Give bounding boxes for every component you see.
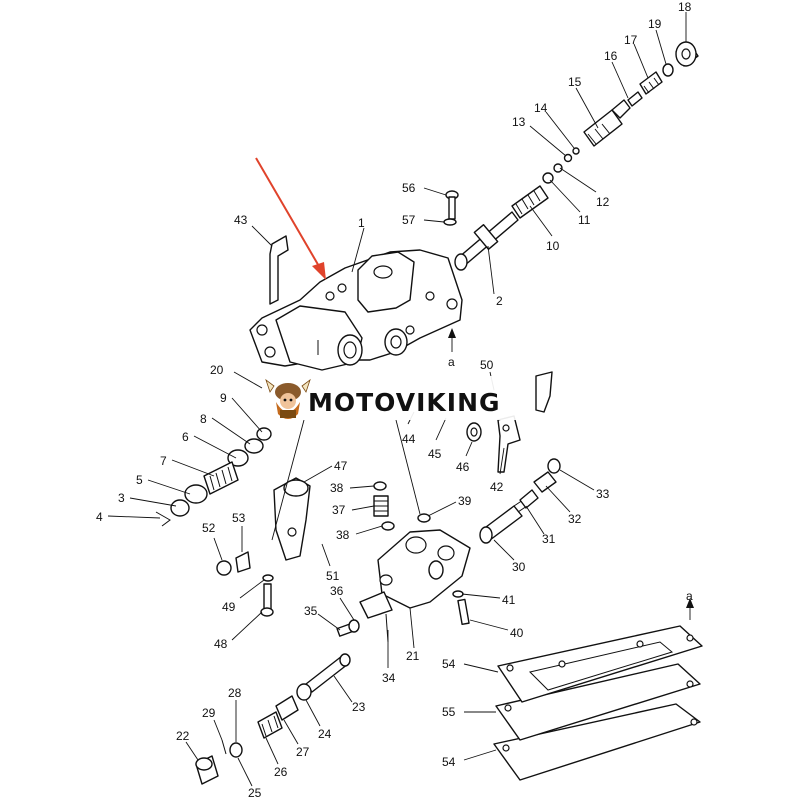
- label-12: 12: [596, 195, 610, 209]
- label-17: 17: [624, 33, 638, 47]
- label-32: 32: [568, 512, 582, 526]
- link-group: [466, 371, 553, 473]
- label-25: 25: [248, 786, 262, 800]
- label-33: 33: [596, 487, 610, 501]
- label-18: 18: [678, 0, 692, 14]
- label-4: 4: [96, 510, 103, 524]
- seal-group: [373, 481, 431, 531]
- label-29: 29: [202, 706, 216, 720]
- label-37: 37: [332, 503, 346, 517]
- label-20: 20: [210, 363, 224, 377]
- label-55: 55: [442, 705, 456, 719]
- brand-name: MOTOVIKING: [308, 388, 501, 417]
- label-41: 41: [502, 593, 516, 607]
- label-5: 5: [136, 473, 143, 487]
- label-3: 3: [118, 491, 125, 505]
- label-6: 6: [182, 430, 189, 444]
- label-1: 1: [358, 216, 365, 230]
- label-54-a: 54: [442, 657, 456, 671]
- label-47: 47: [334, 459, 348, 473]
- label-24: 24: [318, 727, 332, 741]
- label-42: 42: [490, 480, 504, 494]
- label-44: 44: [402, 432, 416, 446]
- label-50: 50: [480, 358, 494, 372]
- valve-housing: [249, 249, 463, 371]
- lower-spool: [195, 653, 351, 785]
- right-spool: [479, 458, 561, 544]
- brand-watermark: MOTOVIKING: [264, 376, 534, 420]
- label-35: 35: [304, 604, 318, 618]
- section-marker-2: a: [686, 589, 693, 603]
- bracket-47: [216, 477, 311, 617]
- indicator-arrow: [255, 157, 326, 280]
- label-7: 7: [160, 454, 167, 468]
- label-57: 57: [402, 213, 416, 227]
- part-labels: 1 2 3 4 5 6 7 8 9 10 11 12 13 14 15 16 1…: [96, 0, 692, 800]
- label-56: 56: [402, 181, 416, 195]
- label-52: 52: [202, 521, 216, 535]
- label-45: 45: [428, 447, 442, 461]
- label-10: 10: [546, 239, 560, 253]
- gasket-stack: [493, 625, 703, 781]
- bolt-56: [443, 190, 459, 226]
- label-31: 31: [542, 532, 556, 546]
- lever-43: [269, 235, 289, 305]
- label-38-b: 38: [336, 528, 350, 542]
- label-51: 51: [326, 569, 340, 583]
- left-spring-stack: [155, 427, 272, 527]
- label-11: 11: [578, 213, 591, 227]
- label-40: 40: [510, 626, 524, 640]
- spool-assembly: [454, 41, 699, 271]
- label-46: 46: [456, 460, 470, 474]
- svg-text:a: a: [448, 355, 455, 369]
- label-22: 22: [176, 729, 190, 743]
- label-27: 27: [296, 745, 310, 759]
- label-54-b: 54: [442, 755, 456, 769]
- label-26: 26: [274, 765, 288, 779]
- bolt-35: [336, 619, 360, 637]
- label-53: 53: [232, 511, 246, 525]
- label-8: 8: [200, 412, 207, 426]
- valve-block-21: [359, 529, 471, 643]
- label-15: 15: [568, 75, 582, 89]
- label-19: 19: [648, 17, 662, 31]
- label-49: 49: [222, 600, 236, 614]
- label-36: 36: [330, 584, 344, 598]
- label-43: 43: [234, 213, 248, 227]
- label-2: 2: [496, 294, 503, 308]
- label-23: 23: [352, 700, 366, 714]
- label-38-a: 38: [330, 481, 344, 495]
- label-30: 30: [512, 560, 526, 574]
- viking-mascot-icon: [265, 378, 311, 419]
- label-9: 9: [220, 391, 227, 405]
- section-marker: a: [448, 328, 694, 620]
- label-48: 48: [214, 637, 228, 651]
- label-14: 14: [534, 101, 548, 115]
- label-16: 16: [604, 49, 618, 63]
- label-13: 13: [512, 115, 526, 129]
- label-34: 34: [382, 671, 396, 685]
- label-39: 39: [458, 494, 472, 508]
- label-28: 28: [228, 686, 242, 700]
- label-21: 21: [406, 649, 420, 663]
